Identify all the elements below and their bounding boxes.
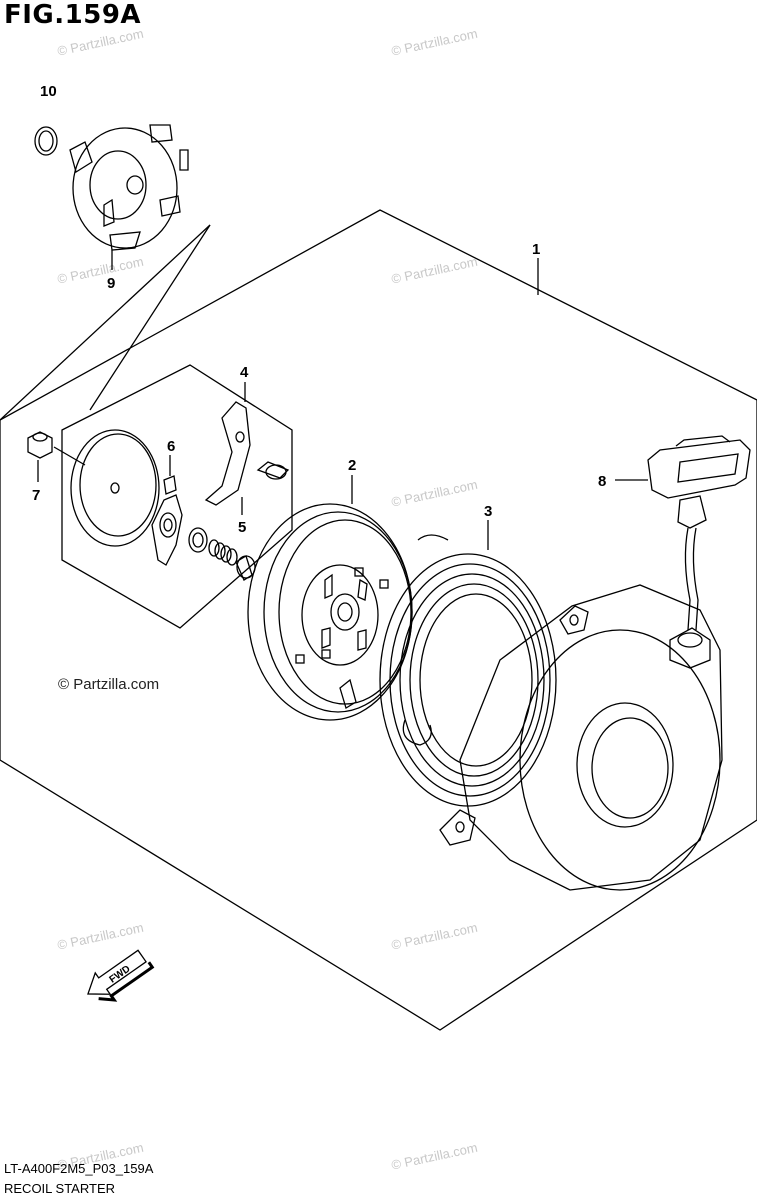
assembly-outline (0, 209, 757, 1031)
fwd-arrow: FWD (87, 949, 155, 1002)
callout-6: 6 (167, 438, 175, 455)
callout-7: 7 (32, 487, 40, 504)
callout-2: 2 (348, 457, 356, 474)
leader-line (89, 224, 211, 411)
part-9-ratchet (69, 124, 189, 270)
subassembly-outline (61, 364, 293, 629)
starter-housing (439, 584, 723, 891)
part-7-bolt (27, 431, 86, 482)
part-3-spring (339, 520, 557, 807)
part-2-reel (247, 475, 449, 721)
part-8-handle (615, 435, 751, 631)
part-6-guide (151, 455, 183, 566)
part-4-pawl (204, 382, 290, 515)
callout-10: 10 (40, 83, 57, 100)
watermark-main: © Partzilla.com (58, 676, 160, 693)
callout-3: 3 (484, 503, 492, 520)
leader-line (0, 224, 211, 421)
friction-plate (70, 429, 160, 547)
callout-5: 5 (238, 519, 246, 536)
callout-1: 1 (532, 241, 540, 258)
callout-9: 9 (107, 275, 115, 292)
callout-8: 8 (598, 473, 606, 490)
part-10-oring (34, 126, 58, 156)
figure-title: FIG.159A (4, 0, 142, 30)
callout-4: 4 (240, 364, 249, 381)
figure-description: RECOIL STARTER (4, 1181, 116, 1196)
figure-code: LT-A400F2M5_P03_159A (4, 1161, 154, 1176)
